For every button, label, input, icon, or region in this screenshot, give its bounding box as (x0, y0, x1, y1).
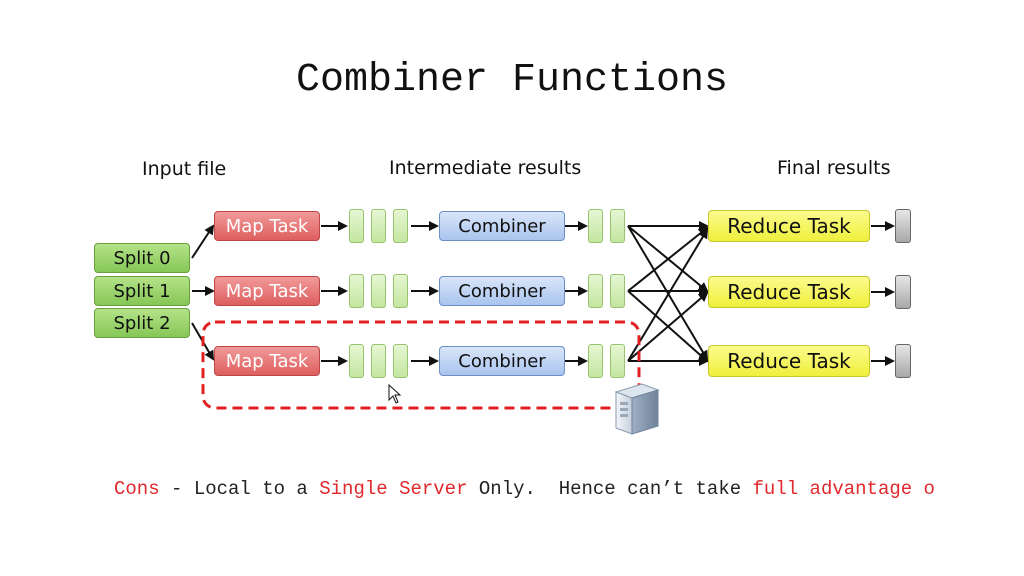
intermediate-block (371, 344, 386, 378)
split-1: Split 1 (94, 276, 190, 306)
combiner-2: Combiner (439, 276, 565, 306)
intermediate-block (393, 209, 408, 243)
intermediate-block (349, 344, 364, 378)
final-results-header: Final results (777, 157, 891, 179)
cons-label: Cons (114, 478, 160, 500)
split-0: Split 0 (94, 243, 190, 273)
output-block-3 (895, 344, 911, 378)
footer-text-2: Only. Hence can’t take (467, 478, 753, 500)
map-task-1: Map Task (214, 211, 320, 241)
split-2: Split 2 (94, 308, 190, 338)
intermediate-results-header: Intermediate results (389, 157, 582, 179)
map-task-3: Map Task (214, 346, 320, 376)
footer-text-1: - Local to a (159, 478, 320, 500)
cons-footer: Cons - Local to a Single Server Only. He… (114, 478, 935, 500)
combined-block (610, 344, 625, 378)
reduce-task-3: Reduce Task (708, 345, 870, 377)
intermediate-block (349, 209, 364, 243)
intermediate-block (393, 344, 408, 378)
full-advantage-label: full advantage o (752, 478, 935, 500)
output-block-2 (895, 275, 911, 309)
intermediate-block (371, 209, 386, 243)
combined-block (610, 274, 625, 308)
combined-block (610, 209, 625, 243)
intermediate-block (349, 274, 364, 308)
map-task-2: Map Task (214, 276, 320, 306)
combiner-3: Combiner (439, 346, 565, 376)
page-title: Combiner Functions (295, 58, 729, 103)
combiner-1: Combiner (439, 211, 565, 241)
server-icon (614, 383, 660, 435)
intermediate-block (393, 274, 408, 308)
mouse-cursor-icon (388, 384, 402, 404)
output-block-1 (895, 209, 911, 243)
combined-block (588, 274, 603, 308)
intermediate-block (371, 274, 386, 308)
single-server-label: Single Server (319, 478, 468, 500)
combined-block (588, 344, 603, 378)
reduce-task-1: Reduce Task (708, 210, 870, 242)
reduce-task-2: Reduce Task (708, 276, 870, 308)
combined-block (588, 209, 603, 243)
input-file-header: Input file (142, 158, 227, 180)
